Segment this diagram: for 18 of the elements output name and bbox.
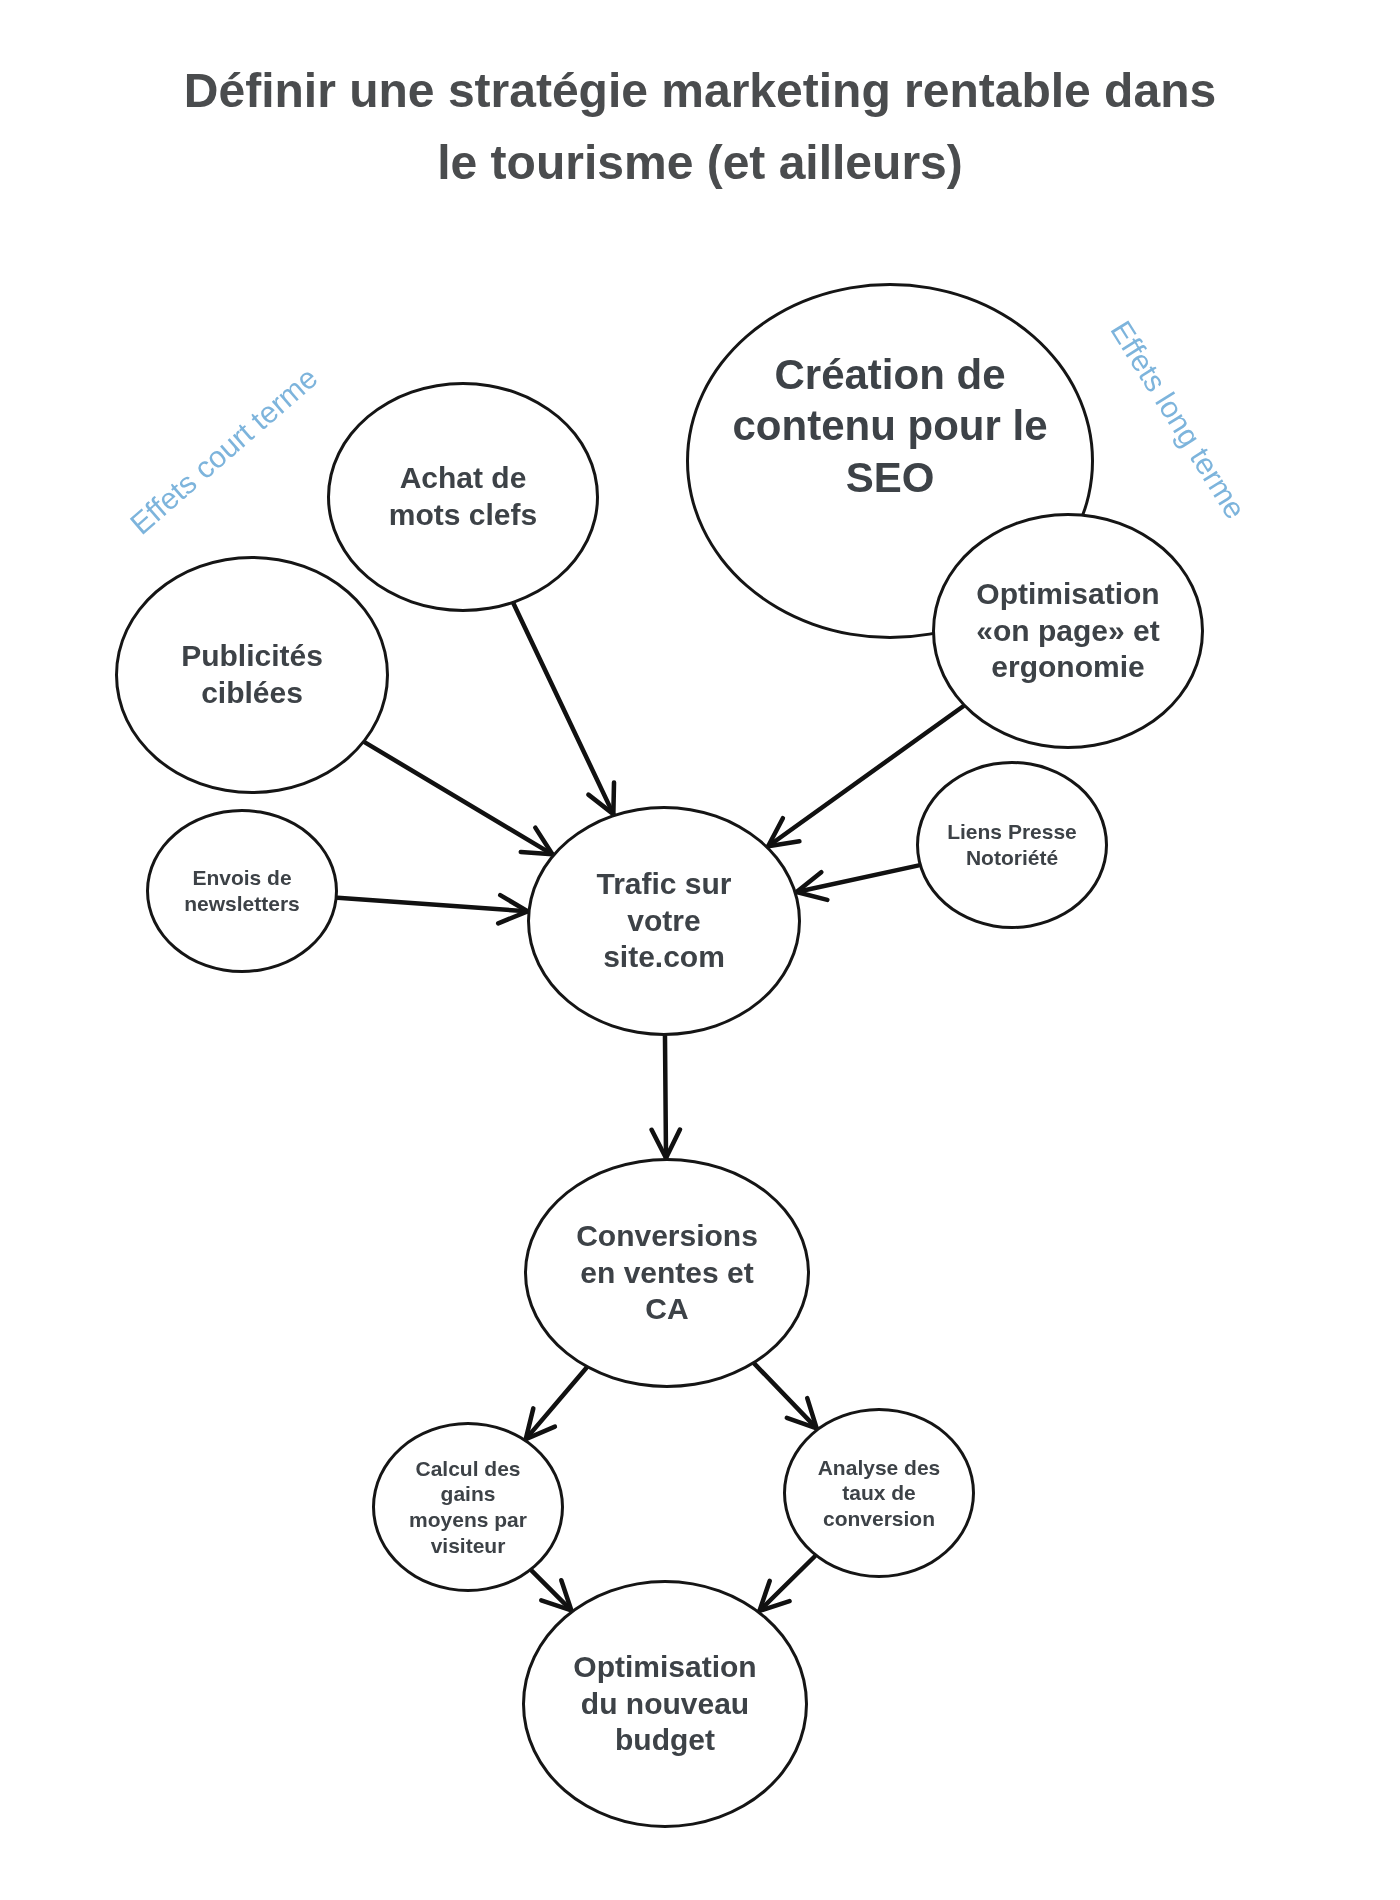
node-text: Optimisation du nouveau budget: [572, 1649, 758, 1759]
node-text: Création de contenu pour le SEO: [731, 350, 1049, 503]
node-text: Publicités ciblées: [180, 638, 324, 711]
title: Définir une stratégie marketing rentable dans le tourisme (et ailleurs): [182, 63, 1218, 191]
arrow: [794, 863, 922, 903]
node-text: Optimisation «on page» et ergonomie: [975, 576, 1161, 686]
node-text: Calcul des gains moyens par visiteur: [408, 1455, 528, 1559]
node-text: Analyse des taux de conversion: [816, 1454, 942, 1532]
node-text: Conversions en ventes et CA: [575, 1218, 759, 1328]
arrow: [511, 601, 617, 817]
arrow: [335, 892, 530, 926]
arrow: [752, 1361, 819, 1431]
arrow: [523, 1365, 589, 1442]
node-text: Trafic sur votre site.com: [595, 866, 733, 976]
arrow: [529, 1568, 574, 1613]
node-text: Envois de newsletters: [183, 865, 301, 917]
node-text: Liens Presse Notoriété: [946, 819, 1078, 871]
node-text: Achat de mots clefs: [387, 460, 539, 533]
